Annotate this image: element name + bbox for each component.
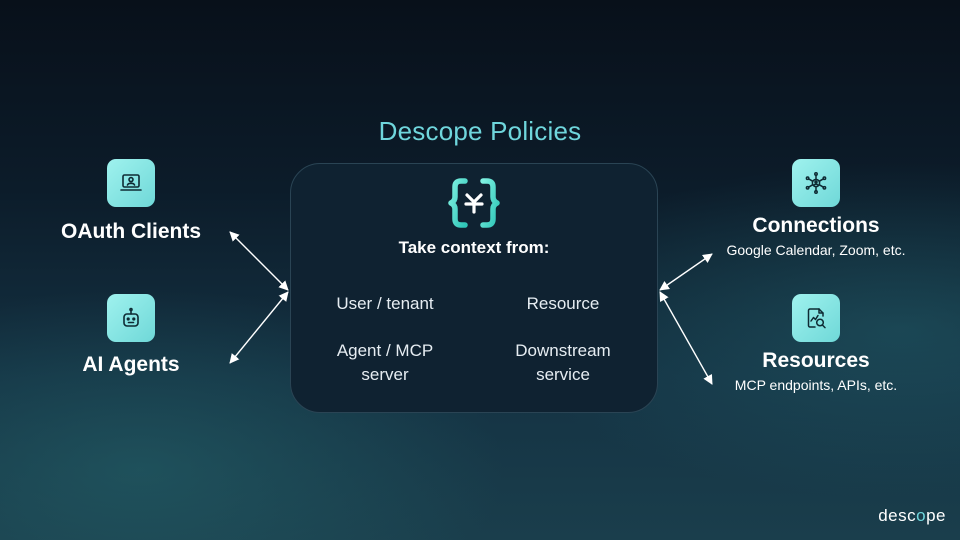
context-item-downstream: Downstream service xyxy=(478,339,648,387)
context-item-resource: Resource xyxy=(478,292,648,316)
context-heading: Take context from: xyxy=(398,238,550,257)
diagram-title: Descope Policies xyxy=(378,116,582,146)
laptop-user-icon xyxy=(107,159,155,207)
context-item-line: Resource xyxy=(526,294,600,313)
arrow-policies-to-resources xyxy=(659,291,713,385)
arrow-oauth-to-policies xyxy=(229,231,289,291)
connections-label: Connections xyxy=(752,214,880,237)
resources-sub: MCP endpoints, APIs, etc. xyxy=(734,377,898,393)
context-item-line: Agent / MCP xyxy=(336,341,434,360)
network-hub-icon xyxy=(792,159,840,207)
document-search-icon xyxy=(792,294,840,342)
arrow-policies-to-connections xyxy=(659,253,713,291)
resources-label: Resources xyxy=(762,349,870,372)
context-item-user-tenant: User / tenant xyxy=(300,292,470,316)
context-item-line: server xyxy=(361,365,409,384)
context-item-agent-mcp: Agent / MCP server xyxy=(300,339,470,387)
ai-agents-label: AI Agents xyxy=(82,353,180,376)
connections-sub: Google Calendar, Zoom, etc. xyxy=(726,242,906,258)
descope-wordmark: descope xyxy=(878,506,946,526)
robot-icon xyxy=(107,294,155,342)
wordmark-accent: o xyxy=(916,506,927,525)
arrow-agents-to-policies xyxy=(229,291,289,364)
wordmark-prefix: desc xyxy=(878,506,917,525)
descope-logo-icon xyxy=(448,178,500,228)
oauth-clients-label: OAuth Clients xyxy=(61,220,201,243)
wordmark-suffix: pe xyxy=(926,506,946,525)
context-item-line: User / tenant xyxy=(336,294,434,313)
context-item-line: Downstream xyxy=(515,341,611,360)
context-item-line: service xyxy=(536,365,590,384)
